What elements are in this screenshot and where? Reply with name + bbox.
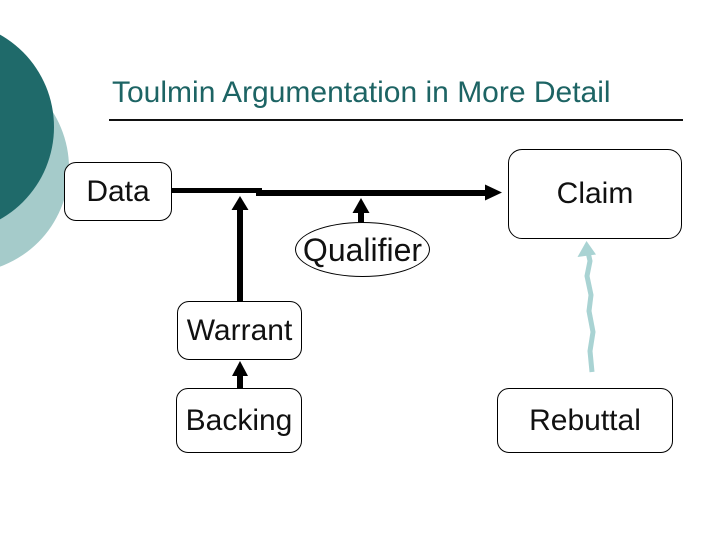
title-underline [109,119,683,121]
arrow-qualifier-to-line [352,198,370,222]
arrow-warrant-to-line [231,196,249,302]
diagram-node-backing: Backing [176,388,302,453]
arrow-backing-to-warrant [232,361,248,389]
diagram-node-claim: Claim [508,149,682,239]
diagram-node-rebuttal: Rebuttal [497,388,673,453]
node-claim-label: Claim [556,177,634,210]
diagram-node-qualifier: Qualifier [295,222,430,277]
slide-title: Toulmin Argumentation in More Detail [112,76,611,109]
arrow-data-to-claim [172,184,502,201]
node-backing-label: Backing [185,403,293,437]
node-data-label: Data [86,174,150,208]
diagram-node-data: Data [64,162,172,221]
node-warrant-label: Warrant [186,313,293,347]
node-qualifier-label: Qualifier [302,231,423,268]
node-rebuttal-label: Rebuttal [529,403,641,437]
diagram-node-warrant: Warrant [177,301,302,360]
arrow-rebuttal-to-claim [577,241,596,373]
